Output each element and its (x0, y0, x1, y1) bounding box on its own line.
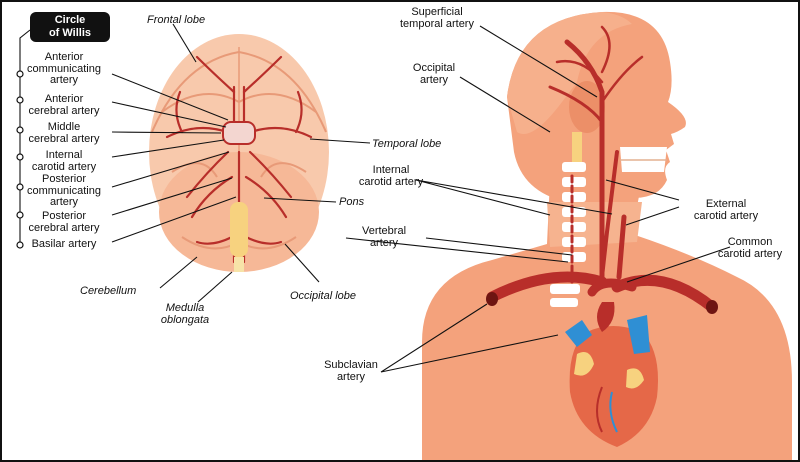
label-temporal-lobe: Temporal lobe (372, 138, 442, 150)
brain-figure (149, 34, 329, 272)
heart (565, 302, 658, 447)
label-occipital-artery: Occipital artery (412, 62, 456, 86)
body-figure (422, 11, 792, 460)
list-bullets (16, 70, 24, 249)
label-subclavian-artery: Subclavian artery (324, 359, 378, 383)
leader-lines (19, 23, 731, 373)
label-posterior-cerebral-artery: Posterior cerebral artery (28, 210, 100, 234)
label-vertebral-artery: Vertebral artery (361, 225, 407, 249)
label-internal-carotid-artery-brain: Internal carotid artery (31, 149, 97, 173)
label-middle-cerebral-artery: Middle cerebral artery (28, 121, 100, 145)
label-anterior-communicating-artery: Anterior communicating artery (27, 51, 101, 86)
label-pons: Pons (339, 196, 365, 208)
label-basilar-artery: Basilar artery (31, 238, 97, 250)
label-cerebellum: Cerebellum (80, 285, 137, 297)
label-frontal-lobe: Frontal lobe (147, 14, 206, 26)
label-superficial-temporal-artery: Superficial temporal artery (400, 6, 474, 30)
label-internal-carotid-artery: Internal carotid artery (358, 164, 424, 188)
label-common-carotid-artery: Common carotid artery (717, 236, 783, 260)
label-anterior-cerebral-artery: Anterior cerebral artery (28, 93, 100, 117)
title-text: Circle of Willis (48, 14, 92, 39)
label-posterior-communicating-artery: Posterior communicating artery (27, 173, 101, 208)
label-medulla-oblongata: Medulla oblongata (160, 302, 210, 326)
label-external-carotid-artery: External carotid artery (693, 198, 759, 222)
label-occipital-lobe: Occipital lobe (290, 290, 357, 302)
title-box: Circle of Willis (30, 12, 110, 42)
